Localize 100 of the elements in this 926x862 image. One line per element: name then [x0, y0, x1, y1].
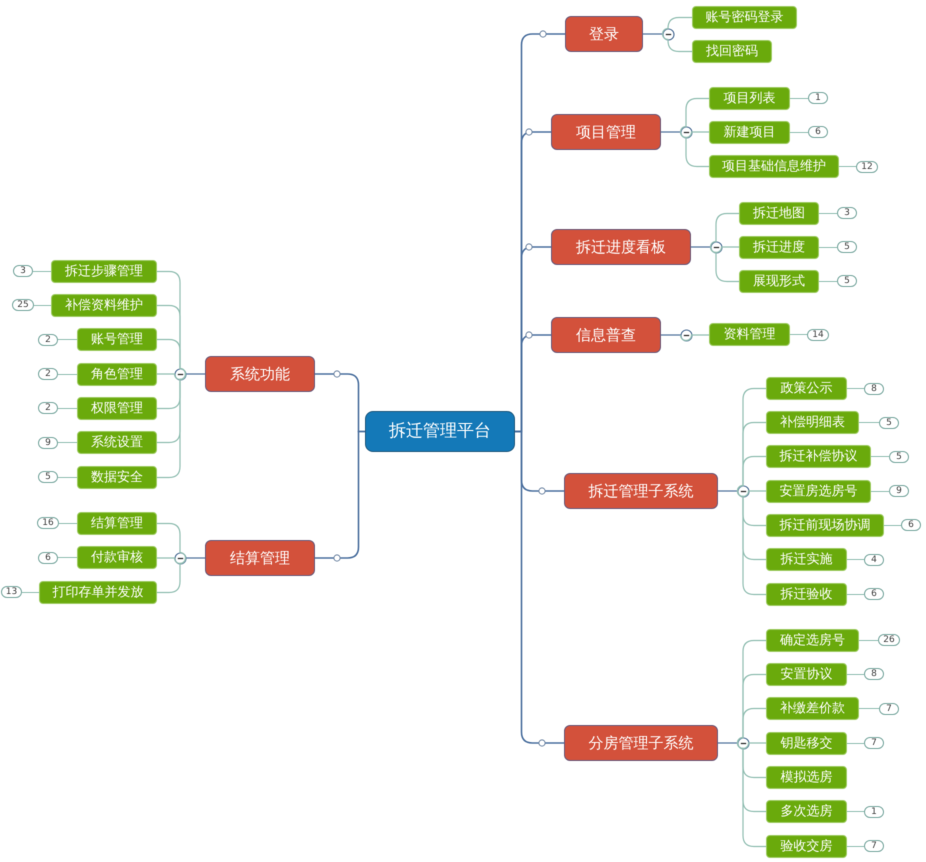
main-topic-box: 系统功能	[205, 356, 315, 392]
subtopic-box: 补偿资料维护	[51, 294, 157, 317]
count-badge: 1	[808, 92, 828, 104]
subtopic-box: 权限管理	[77, 397, 157, 420]
connector-line	[315, 430, 365, 559]
connector-line	[790, 98, 808, 100]
main-topic-box: 拆迁进度看板	[551, 229, 691, 265]
count-badge: 6	[901, 519, 921, 531]
count-badge: 6	[864, 588, 884, 600]
subtopic-box: 项目基础信息维护	[709, 155, 839, 178]
count-badge: 9	[38, 437, 58, 449]
count-badge: 8	[864, 668, 884, 680]
count-badge: 6	[808, 126, 828, 138]
count-badge: 16	[37, 517, 59, 529]
count-badge: 7	[864, 737, 884, 749]
connector-line	[859, 640, 878, 642]
connector-line	[515, 430, 564, 744]
connector-line	[58, 338, 77, 340]
subtopic-box: 多次选房	[766, 800, 847, 823]
subtopic-box: 打印存单并发放	[39, 581, 157, 604]
count-badge: 5	[889, 451, 909, 463]
connector-line	[859, 422, 879, 424]
subtopic-box: 政策公示	[766, 377, 847, 400]
connector-line	[58, 476, 77, 478]
main-topic-box: 结算管理	[205, 540, 315, 576]
subtopic-box: 角色管理	[77, 363, 157, 386]
main-topic-box: 信息普查	[551, 317, 661, 353]
subtopic-box: 拆迁地图	[739, 202, 819, 225]
main-topic-box: 拆迁管理子系统	[564, 473, 718, 509]
subtopic-box: 安置房选房号	[766, 480, 871, 503]
connector-line	[643, 33, 662, 35]
connector-line	[661, 131, 680, 133]
connector-line	[58, 408, 77, 410]
connector-line	[718, 742, 738, 744]
subtopic-box: 拆迁进度	[739, 236, 819, 259]
subtopic-box: 结算管理	[77, 512, 157, 535]
subtopic-box: 验收交房	[766, 835, 847, 858]
connector-line	[33, 270, 51, 272]
subtopic-box: 付款审核	[77, 546, 157, 569]
count-badge: 8	[864, 383, 884, 395]
count-badge: 14	[807, 329, 829, 341]
connector-line	[847, 388, 864, 390]
connector-line	[859, 708, 879, 710]
count-badge: 5	[837, 241, 857, 253]
count-badge: 13	[1, 586, 22, 598]
subtopic-box: 系统设置	[77, 431, 157, 454]
count-badge: 5	[837, 275, 857, 287]
count-badge: 2	[38, 334, 58, 346]
count-badge: 9	[889, 485, 909, 497]
subtopic-box: 资料管理	[709, 323, 790, 346]
connector-line	[884, 524, 901, 526]
count-badge: 5	[879, 417, 899, 429]
connector-line	[790, 334, 807, 336]
connector-line	[58, 556, 77, 558]
connector-line	[847, 674, 864, 676]
subtopic-box: 安置协议	[766, 663, 847, 686]
count-badge: 3	[13, 265, 33, 277]
connector-line	[34, 304, 51, 306]
subtopic-box: 拆迁步骤管理	[51, 260, 157, 283]
subtopic-box: 模拟选房	[766, 766, 847, 789]
count-badge: 1	[864, 806, 884, 818]
subtopic-box: 拆迁实施	[766, 548, 847, 571]
connector-line	[157, 374, 186, 478]
subtopic-box: 数据安全	[77, 466, 157, 489]
count-badge: 5	[38, 471, 58, 483]
subtopic-box: 拆迁前现场协调	[766, 514, 884, 537]
count-badge: 7	[879, 703, 899, 715]
connector-line	[819, 212, 837, 214]
connector-line	[871, 456, 889, 458]
main-topic-box: 分房管理子系统	[564, 725, 718, 761]
subtopic-box: 补偿明细表	[766, 411, 859, 434]
count-badge: 25	[12, 299, 34, 311]
subtopic-box: 拆迁补偿协议	[766, 445, 871, 468]
count-badge: 26	[878, 634, 900, 646]
count-badge: 6	[38, 552, 58, 564]
count-badge: 4	[864, 554, 884, 566]
connector-line	[58, 374, 77, 376]
subtopic-box: 确定选房号	[766, 629, 859, 652]
connector-line	[718, 490, 738, 492]
subtopic-box: 新建项目	[709, 121, 790, 144]
connector-line	[59, 522, 77, 524]
connector-line	[186, 373, 205, 375]
main-topic-box: 登录	[565, 16, 643, 52]
subtopic-box: 钥匙移交	[766, 732, 847, 755]
subtopic-box: 补缴差价款	[766, 697, 859, 720]
connector-line	[847, 594, 864, 596]
count-badge: 12	[856, 161, 878, 173]
count-badge: 3	[837, 207, 857, 219]
central-topic-box: 拆迁管理平台	[365, 411, 515, 452]
subtopic-box: 项目列表	[709, 87, 790, 110]
connector-line	[790, 132, 808, 134]
subtopic-box: 账号管理	[77, 328, 157, 351]
connector-line	[847, 742, 864, 744]
connector-line	[819, 280, 837, 282]
connector-line	[22, 592, 39, 594]
subtopic-box: 找回密码	[692, 40, 772, 63]
connector-line	[157, 558, 186, 594]
count-badge: 7	[864, 840, 884, 852]
subtopic-box: 拆迁验收	[766, 583, 847, 606]
main-topic-box: 项目管理	[551, 114, 661, 150]
